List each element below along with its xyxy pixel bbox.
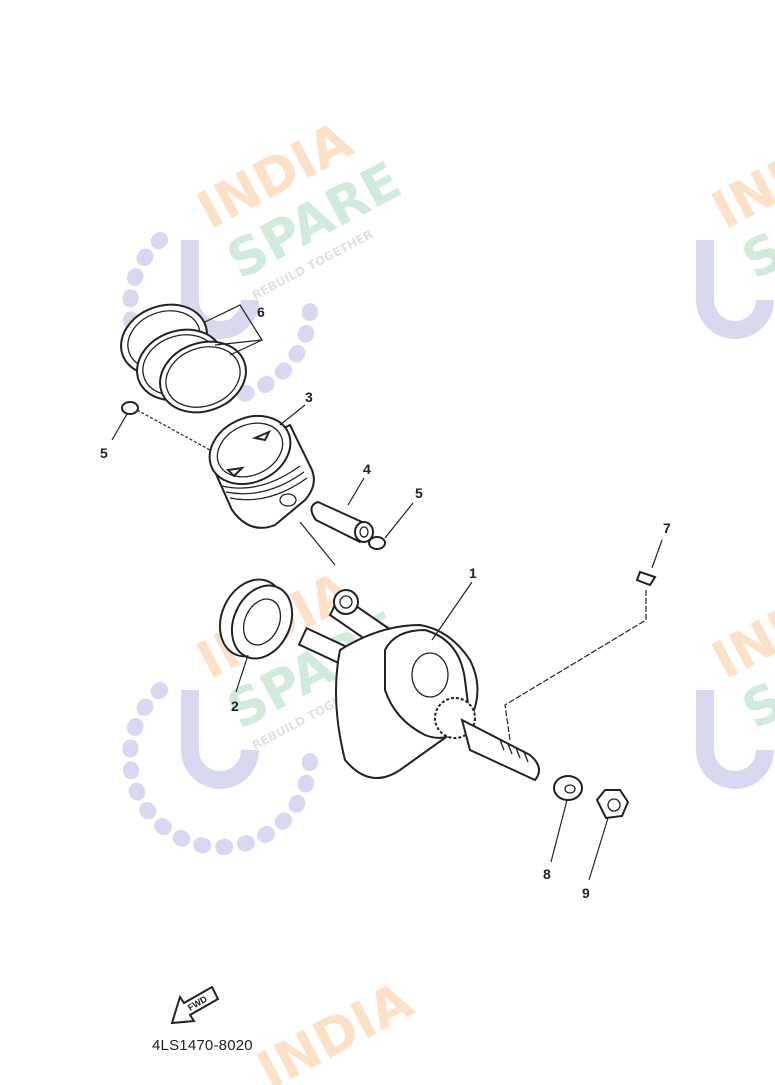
callout-7: 7 [663,520,671,536]
callout-1: 1 [469,565,477,581]
svg-text:INDIA: INDIA [248,971,422,1085]
circlip-left[interactable] [121,401,139,415]
callout-2: 2 [231,698,239,714]
circlip-right[interactable] [368,536,386,550]
part-code: 4LS1470-8020 [152,1037,253,1054]
piston[interactable] [198,403,315,529]
callout-labels: 1 2 3 4 5 5 6 7 8 9 [100,304,671,901]
bearing[interactable] [208,569,304,668]
piston-pin[interactable] [310,500,374,544]
fwd-arrow-icon: FWD [170,985,220,1025]
crankshaft[interactable] [297,589,540,782]
key[interactable] [635,570,657,587]
leader-lines [111,304,663,881]
callout-6: 6 [257,304,265,320]
piston-ring-set[interactable] [111,293,256,424]
nut[interactable] [595,789,630,820]
washer[interactable] [553,775,583,801]
callout-4: 4 [363,461,371,477]
callout-3: 3 [305,389,313,405]
callout-9: 9 [582,885,590,901]
callout-5-right: 5 [415,485,423,501]
watermark-logo: INDIA SPARE REBUILD TOGETHER INDIA SPARE… [122,111,775,1085]
callout-5-left: 5 [100,445,108,461]
callout-8: 8 [543,866,551,882]
